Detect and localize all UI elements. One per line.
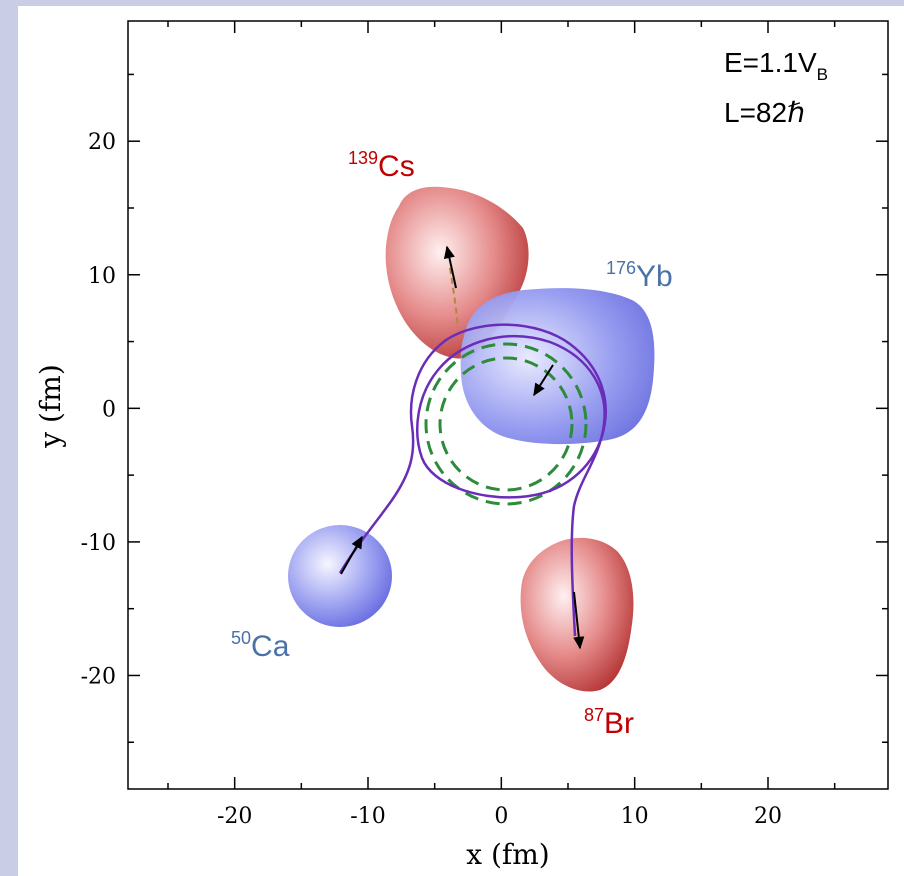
x-axis-label: x (fm) — [466, 838, 549, 871]
x-tick-label: -20 — [217, 804, 252, 829]
y-tick-label: 0 — [102, 397, 116, 422]
trajectory-line — [338, 323, 607, 637]
yb-176-label: 176Yb — [606, 258, 673, 293]
energy-label: E=1.1VB — [724, 47, 828, 84]
br-87-label: 87Br — [584, 705, 634, 740]
axis-ticks: -20 -10 0 10 20 20 10 0 -10 -20 — [81, 21, 888, 829]
angular-momentum-label: L=82ℏ — [724, 97, 805, 128]
y-axis-label: y (fm) — [34, 364, 67, 448]
cs-dashed-trace — [449, 267, 459, 329]
trajectory-diagram: -20 -10 0 10 20 20 10 0 -10 -20 x (fm) y (fm) 139… — [34, 20, 889, 871]
y-tick-label: -10 — [81, 531, 116, 556]
compound-orbit-dashed — [424, 342, 588, 506]
x-tick-label: 0 — [494, 804, 508, 829]
ca-50-label: 50Ca — [231, 628, 290, 663]
y-tick-label: 10 — [88, 264, 116, 289]
x-tick-label: -10 — [350, 804, 385, 829]
x-tick-label: 10 — [621, 804, 649, 829]
cs-139-label: 139Cs — [348, 148, 415, 183]
yb-velocity-arrow — [533, 364, 554, 397]
figure-panel: -20 -10 0 10 20 20 10 0 -10 -20 x (fm) y (fm) 139… — [18, 6, 904, 876]
ca-velocity-arrow — [340, 535, 363, 575]
y-tick-label: 20 — [88, 130, 116, 155]
yb-176-target — [460, 288, 655, 445]
cs-velocity-arrow — [443, 245, 457, 289]
br-velocity-arrow — [573, 591, 585, 650]
ca-50-projectile — [288, 525, 392, 627]
y-tick-label: -20 — [81, 664, 116, 689]
plot-frame — [127, 20, 889, 790]
x-tick-label: 20 — [754, 804, 782, 829]
